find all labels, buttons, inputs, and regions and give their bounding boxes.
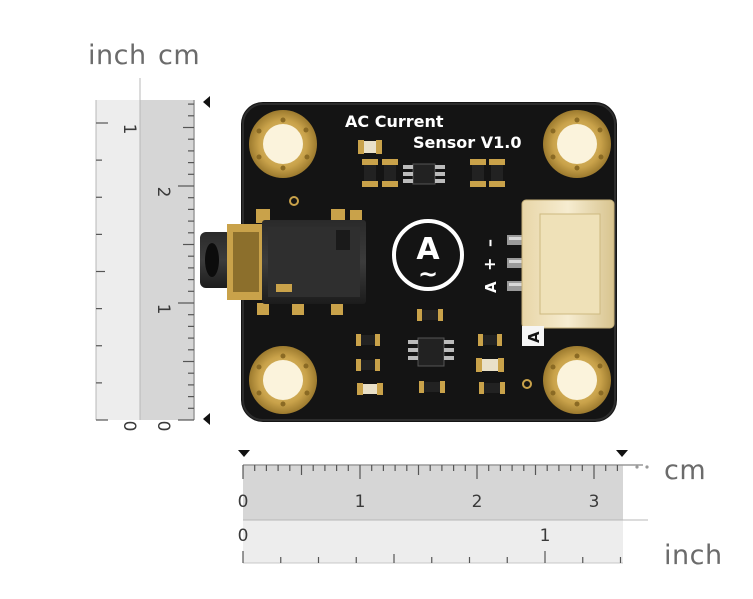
mounting-hole-bottom-right <box>543 346 611 414</box>
pcb-board: AC Current Sensor V1.0 <box>200 102 617 422</box>
left-cm-strip <box>140 100 194 420</box>
ruler-marker-top <box>203 96 210 108</box>
left-inch-ticks: 01 <box>96 122 139 432</box>
smd-components-top <box>358 140 505 187</box>
ruler-tick-label: 1 <box>153 304 173 315</box>
current-sensor-logo: A ~ <box>392 219 464 291</box>
ruler-tick-label: 0 <box>238 526 249 546</box>
gravity-connector: A <box>521 199 615 346</box>
left-cm-label: cm <box>158 40 201 71</box>
mounting-hole-top-left <box>249 110 317 178</box>
left-inch-strip <box>96 100 140 420</box>
board-title-line2: Sensor V1.0 <box>413 133 521 152</box>
ruler-tick-label: 0 <box>153 421 173 432</box>
ruler-tick-label: 0 <box>238 492 249 512</box>
ruler-marker-bottom <box>203 413 210 425</box>
audio-jack <box>200 209 366 315</box>
ruler-marker-left <box>238 450 250 457</box>
ruler-tick-label: 1 <box>355 492 366 512</box>
ruler-tick-label: 1 <box>119 124 139 135</box>
left-ruler: 012 01 <box>95 78 210 432</box>
ruler-tick-label: 1 <box>540 526 551 546</box>
ruler-tick-label: 2 <box>472 492 483 512</box>
logo-wave: ~ <box>418 260 438 288</box>
bottom-cm-label: cm <box>664 455 707 486</box>
ruler-tick-label: 2 <box>153 187 173 198</box>
pin-label-minus: – <box>480 239 499 247</box>
mounting-hole-bottom-left <box>249 346 317 414</box>
left-inch-label: inch <box>88 40 147 71</box>
smd-components-bottom <box>356 309 505 395</box>
bottom-inch-strip <box>243 520 623 563</box>
pin-label-plus: + <box>480 258 499 271</box>
board-title-line1: AC Current <box>345 112 444 131</box>
mounting-hole-top-right <box>543 110 611 178</box>
ruler-tick-label: 0 <box>119 421 139 432</box>
left-cm-ticks: 0 1 2 <box>153 103 194 432</box>
bottom-cm-ticks: 0 1 2 3 <box>238 465 619 512</box>
ruler-marker-right <box>616 450 628 457</box>
bottom-cm-strip <box>243 465 623 520</box>
connector-label: A <box>525 331 543 343</box>
ruler-tick-label: 3 <box>589 492 600 512</box>
bottom-inch-label: inch <box>664 540 723 571</box>
pin-label-a: A <box>482 281 500 293</box>
logo-letter: A <box>416 232 440 267</box>
